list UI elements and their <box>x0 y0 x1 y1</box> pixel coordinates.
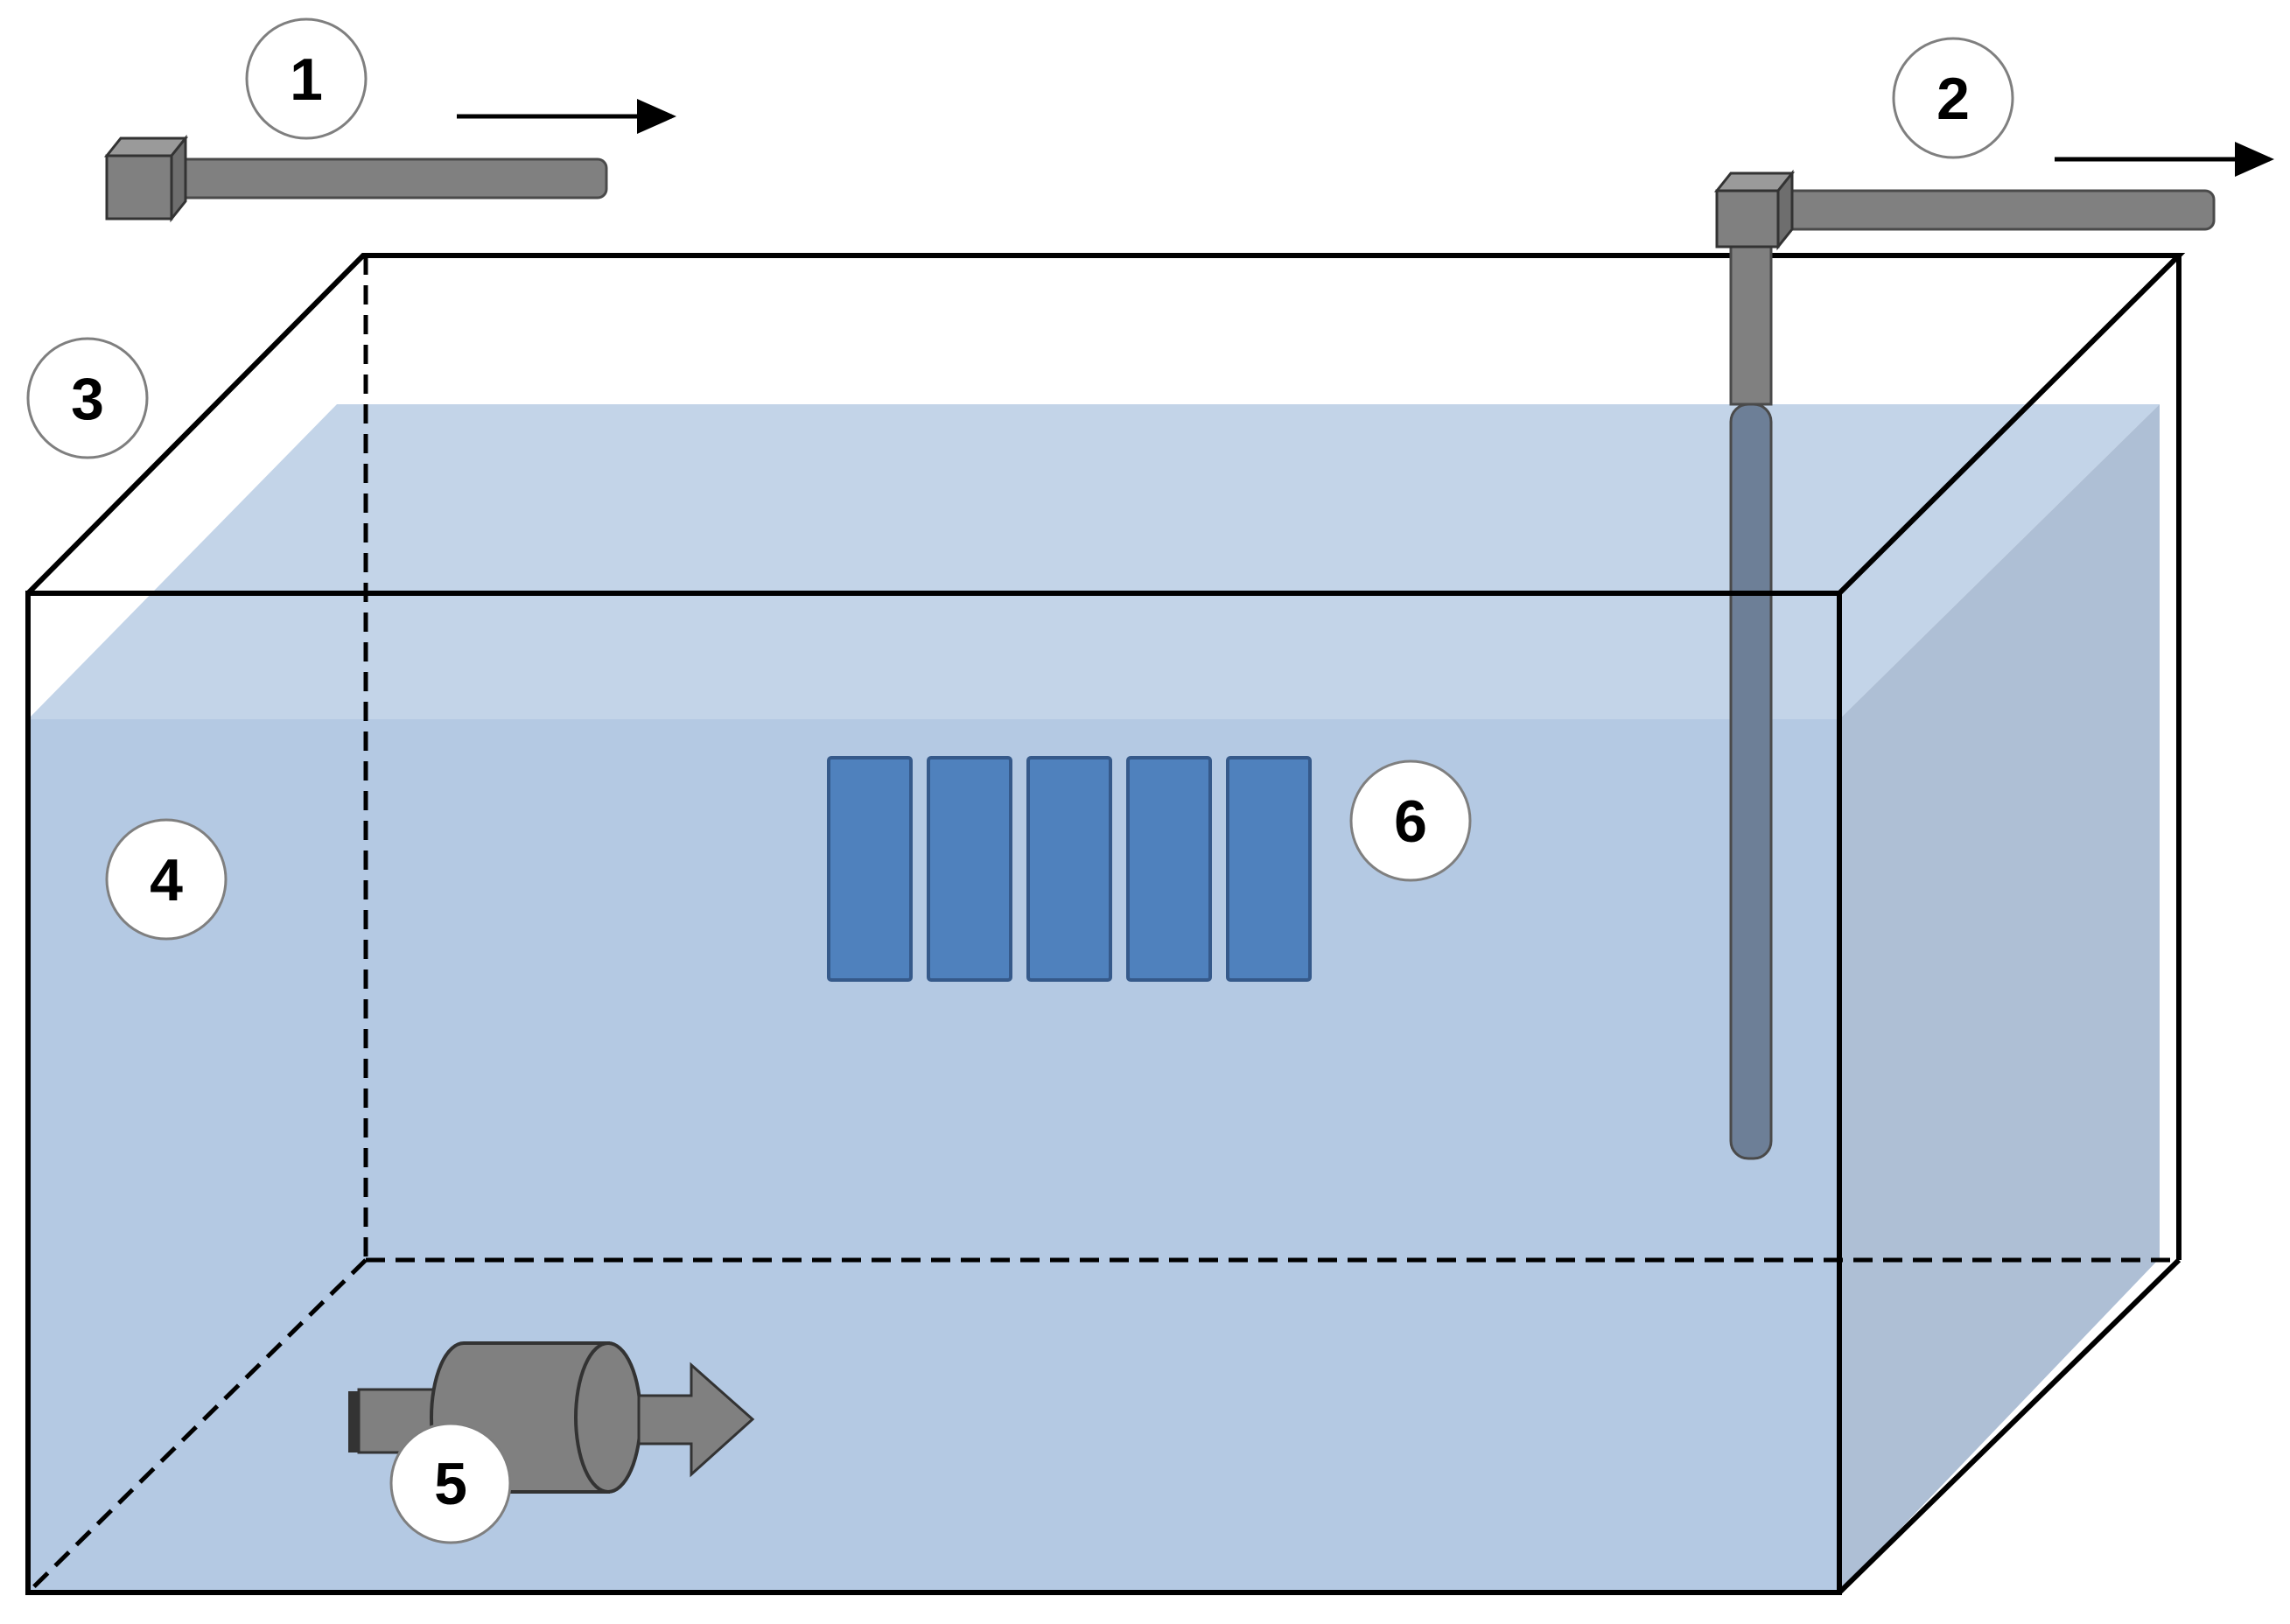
tank <box>25 253 2186 1595</box>
sample-holder <box>1226 756 1312 982</box>
inlet-block <box>105 154 173 220</box>
sample-holder <box>1026 756 1112 982</box>
callout-1-label: 1 <box>290 46 323 113</box>
pump-face <box>574 1341 642 1494</box>
water-right-face <box>1839 404 2160 1592</box>
callout-6-label: 6 <box>1394 788 1427 855</box>
outlet-horizontal <box>1775 189 2216 231</box>
callout-3-label: 3 <box>71 366 104 432</box>
inlet-horizontal <box>169 158 608 200</box>
callout-4-label: 4 <box>150 847 183 914</box>
water-top-surface <box>28 404 2160 719</box>
callout-5: 5 <box>389 1422 512 1544</box>
callout-5-label: 5 <box>434 1451 467 1517</box>
outlet-pipe-icon <box>1713 169 2216 406</box>
callout-6: 6 <box>1349 760 1472 882</box>
sample-holder <box>927 756 1012 982</box>
callout-2-label: 2 <box>1936 66 1970 132</box>
callout-1: 1 <box>245 18 368 140</box>
sample-holders <box>827 756 1312 982</box>
tank-hidden-edges <box>26 256 2179 1594</box>
outlet-vertical-submerged <box>1729 402 1773 1160</box>
callout-3: 3 <box>26 337 149 459</box>
tank-back-top-edge <box>25 253 2186 596</box>
inlet-pipe-icon <box>103 134 608 223</box>
outlet-block <box>1715 189 1780 248</box>
pump-flow <box>637 1362 755 1478</box>
callout-2: 2 <box>1892 37 2014 159</box>
sample-holder <box>827 756 913 982</box>
callout-4: 4 <box>105 818 228 941</box>
tank-bottom-right-edge <box>1837 1257 2181 1595</box>
sample-holder <box>1126 756 1212 982</box>
outlet-vertical-upper <box>1729 234 1773 406</box>
